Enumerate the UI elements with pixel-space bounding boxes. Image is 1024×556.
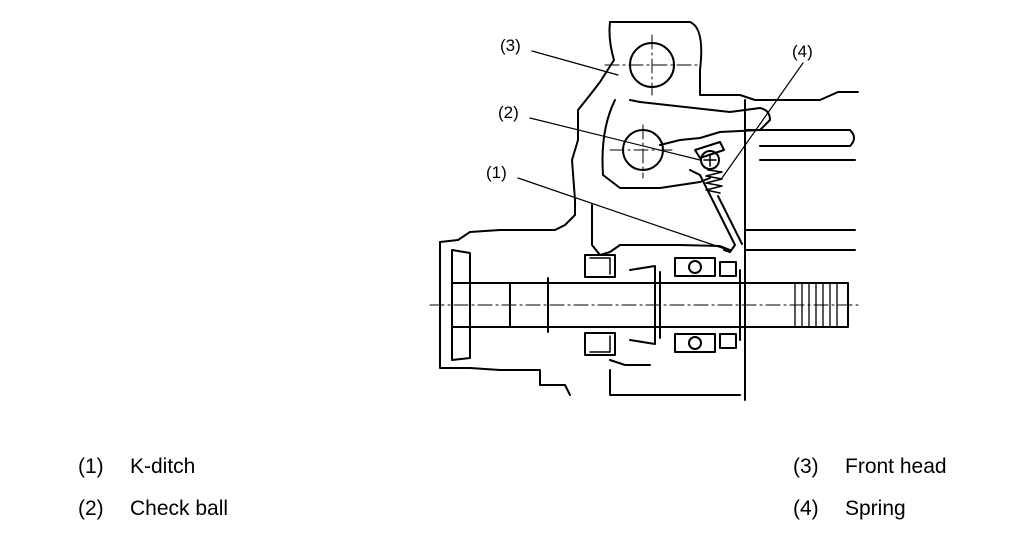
bearing <box>674 257 737 353</box>
spring <box>705 169 723 194</box>
assembly-drawing: (1) (2) (3) (4) <box>429 21 863 401</box>
callout-3: (3) <box>500 36 521 55</box>
legend-number: (2) <box>78 497 104 520</box>
k-ditch <box>689 169 736 253</box>
leader-lines <box>517 50 804 251</box>
legend-label: Check ball <box>130 497 229 520</box>
legend-item: (2) Check ball <box>78 497 228 521</box>
legend-label: K-ditch <box>130 455 196 478</box>
legend-item: (3) Front head <box>793 455 947 479</box>
front-head-inner <box>629 99 771 146</box>
shaft-spline <box>794 282 838 328</box>
legend-number: (1) <box>78 455 104 478</box>
check-ball <box>694 141 725 170</box>
legend-label: Spring <box>845 497 906 520</box>
front-head-body <box>439 21 615 243</box>
callout-1: (1) <box>486 163 507 182</box>
legend-item: (1) K-ditch <box>78 455 195 479</box>
front-head-outline <box>609 21 859 101</box>
housing-channel <box>601 99 711 189</box>
oil-seal <box>584 254 616 356</box>
legend-number: (4) <box>793 497 819 520</box>
legend-label: Front head <box>845 455 947 478</box>
legend-number: (3) <box>793 455 819 478</box>
callout-4: (4) <box>792 42 813 61</box>
legend-item: (4) Spring <box>793 497 906 521</box>
callout-2: (2) <box>498 103 519 122</box>
